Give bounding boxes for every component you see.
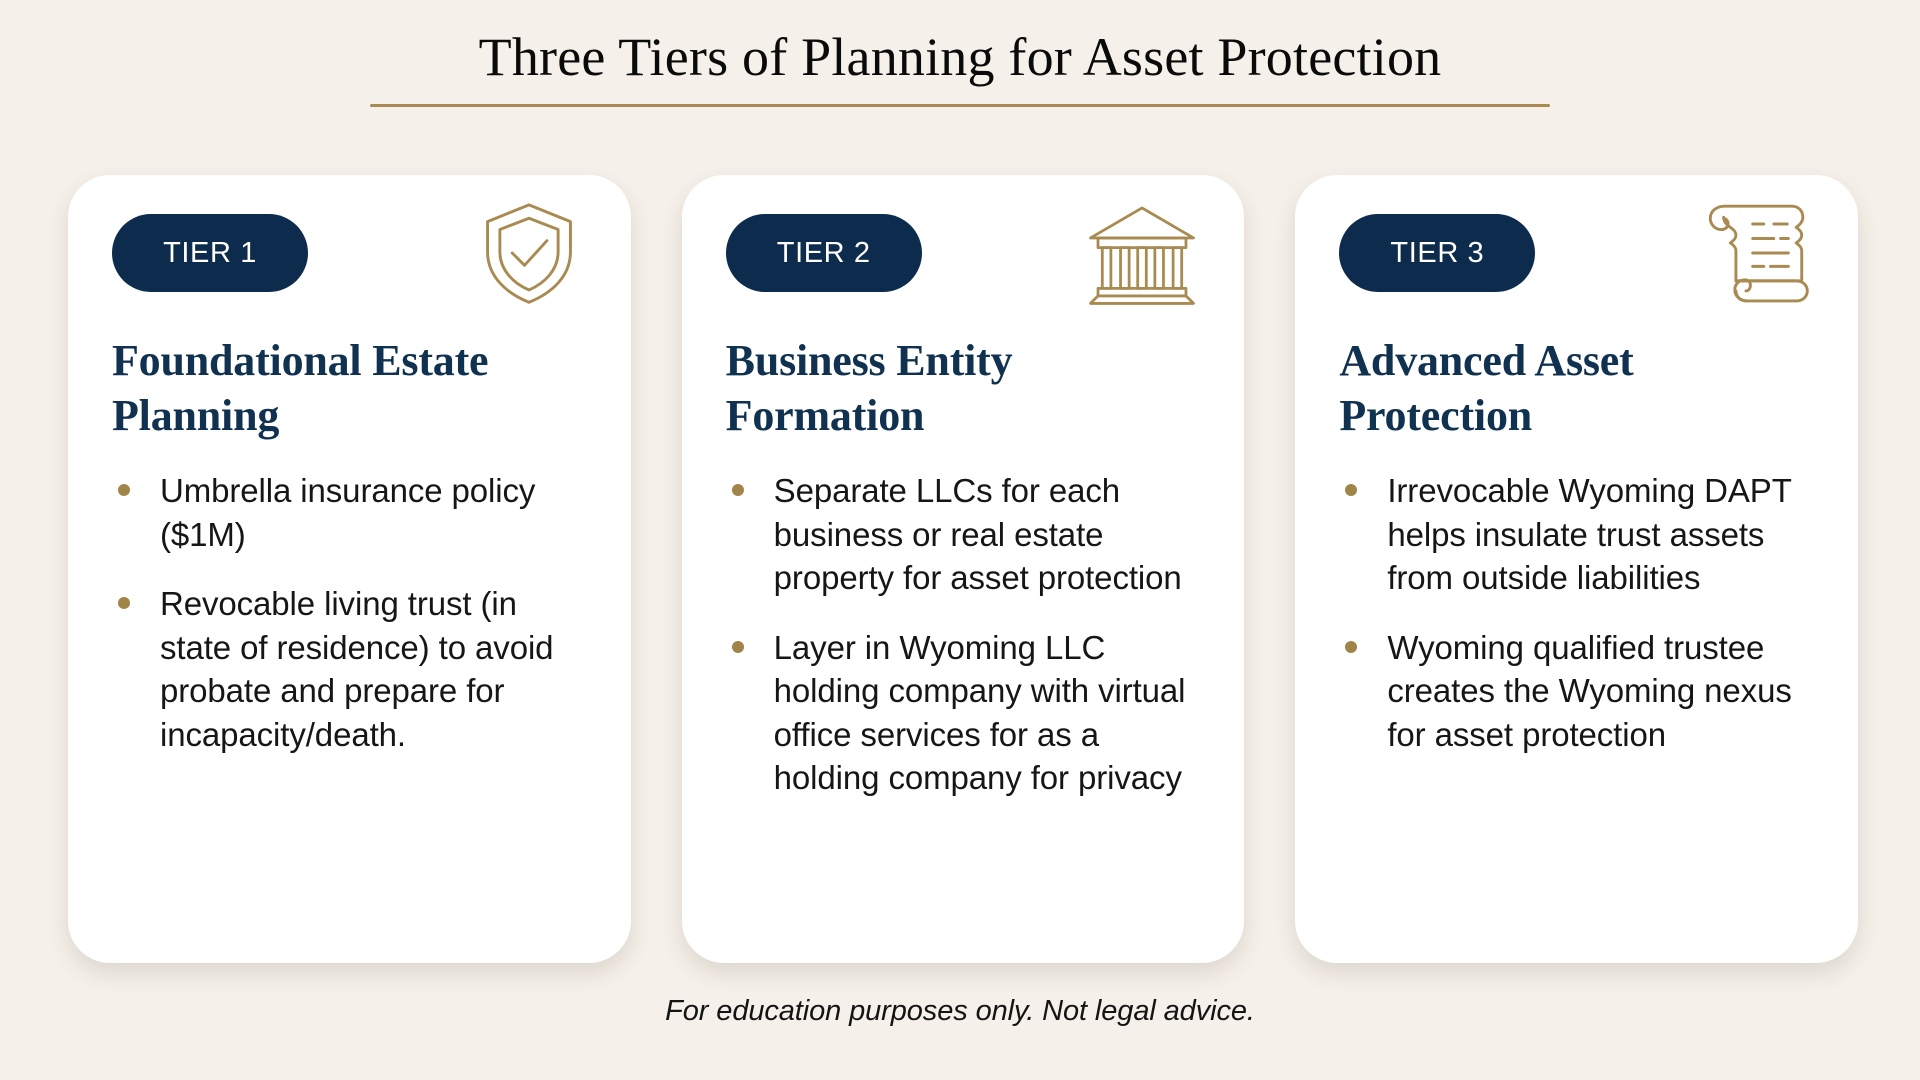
tier-card-1[interactable]: TIER 1 Foundational Estate Planning Umbr…: [68, 175, 631, 963]
bullet-text: Revocable living trust (in state of resi…: [160, 585, 554, 753]
bullet-list-1: Umbrella insurance policy ($1M) Revocabl…: [112, 469, 587, 756]
bullet-text: Layer in Wyoming LLC holding company wit…: [773, 628, 1186, 797]
bullet-text: Separate LLCs for each business or real …: [773, 472, 1182, 597]
list-item: Layer in Wyoming LLC holding company wit…: [726, 626, 1201, 800]
bullet-dot-icon: [1345, 484, 1358, 496]
tier-card-3[interactable]: TIER 3 Advanced Asset Protection: [1295, 175, 1859, 963]
card-header: TIER 2: [725, 205, 1201, 305]
card-heading-3: Advanced Asset Protection: [1339, 336, 1634, 440]
list-item: Revocable living trust (in state of resi…: [112, 582, 587, 756]
bullet-text: Wyoming qualified trustee creates the Wy…: [1387, 628, 1792, 753]
tier-badge-1: TIER 1: [112, 214, 308, 292]
bullet-dot-icon: [731, 484, 744, 496]
list-item: Umbrella insurance policy ($1M): [112, 469, 587, 556]
bullet-dot-icon: [118, 484, 130, 496]
list-item: Irrevocable Wyoming DAPT helps insulate …: [1339, 469, 1814, 600]
disclaimer-text: For education purposes only. Not legal a…: [665, 995, 1255, 1027]
list-item: Separate LLCs for each business or real …: [726, 469, 1201, 600]
title-block: Three Tiers of Planning for Asset Protec…: [0, 26, 1920, 108]
card-heading-1: Foundational Estate Planning: [112, 336, 489, 440]
tier-card-2[interactable]: TIER 2 Business Entity Formation: [681, 175, 1245, 963]
bullet-list-2: Separate LLCs for each business or real …: [726, 469, 1201, 800]
bank-building-icon: [1078, 194, 1206, 312]
page-title: Three Tiers of Planning for Asset Protec…: [478, 27, 1442, 87]
tier-badge-2: TIER 2: [725, 214, 922, 292]
title-underline-rule: [370, 104, 1550, 108]
card-heading-2: Business Entity Formation: [725, 336, 1013, 440]
shield-check-icon: [465, 194, 593, 312]
card-header: TIER 3: [1339, 204, 1814, 303]
bullet-dot-icon: [118, 597, 130, 610]
bullet-dot-icon: [1345, 640, 1358, 653]
tier-badge-3: TIER 3: [1339, 214, 1536, 292]
bullet-text: Irrevocable Wyoming DAPT helps insulate …: [1387, 472, 1792, 597]
bullet-dot-icon: [731, 640, 744, 653]
bullet-text: Umbrella insurance policy ($1M): [160, 472, 536, 553]
list-item: Wyoming qualified trustee creates the Wy…: [1339, 626, 1814, 757]
bullet-list-3: Irrevocable Wyoming DAPT helps insulate …: [1339, 469, 1814, 756]
card-header: TIER 1: [112, 203, 587, 304]
scroll-document-icon: [1692, 194, 1820, 312]
tier-cards-row: TIER 1 Foundational Estate Planning Umbr…: [68, 175, 1859, 963]
